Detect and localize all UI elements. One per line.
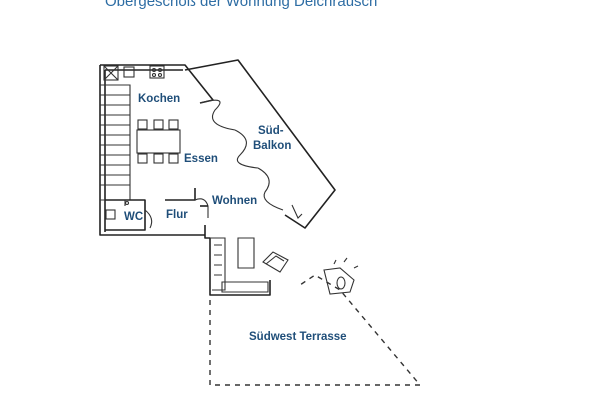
room-label-sued-balkon-line2: Balkon: [253, 140, 291, 152]
room-label-wc: WC: [124, 211, 143, 223]
interior-walls: [105, 188, 209, 231]
terrace-outline: [209, 257, 422, 386]
kitchen-fixtures: [103, 65, 165, 81]
room-label-sued-balkon-line1: Süd-: [258, 125, 284, 137]
room-label-wohnen: Wohnen: [212, 195, 257, 207]
room-label-essen: Essen: [184, 153, 218, 165]
room-label-kochen: Kochen: [138, 93, 180, 105]
plan-title: Obergeschoß der Wohnung Deichrausch: [105, 0, 377, 10]
dining-table: [136, 119, 181, 164]
outer-walls: [99, 64, 214, 236]
room-label-flur: Flur: [166, 209, 188, 221]
living-room-fixtures: [204, 225, 289, 296]
room-label-terrasse: Südwest Terrasse: [249, 331, 347, 343]
balcony-outline: [184, 59, 336, 229]
